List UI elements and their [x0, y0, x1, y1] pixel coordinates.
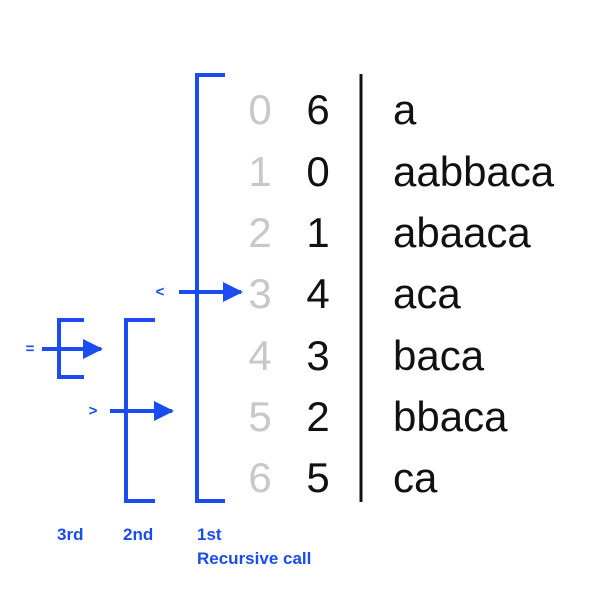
table-row: 2 1 abaaca: [248, 209, 531, 256]
third-comparison-symbol: =: [26, 341, 35, 358]
suffix-text: a: [393, 86, 417, 133]
suffix-text: aabbaca: [393, 148, 555, 195]
suffix-text: bbaca: [393, 393, 508, 440]
first-call-bracket: [195, 73, 225, 503]
suffix-array-value: 6: [306, 86, 329, 133]
row-index: 0: [248, 86, 271, 133]
suffix-array-value: 1: [306, 209, 329, 256]
suffix-array-value: 0: [306, 148, 329, 195]
row-index: 3: [248, 270, 271, 317]
suffix-text: ca: [393, 454, 438, 501]
table-row: 5 2 bbaca: [248, 393, 508, 440]
third-level-label: 3rd: [57, 525, 83, 544]
suffix-array-value: 4: [306, 270, 329, 317]
suffix-text: baca: [393, 332, 485, 379]
suffix-array-value: 5: [306, 454, 329, 501]
first-level-label: 1st: [197, 525, 222, 544]
suffix-text: abaaca: [393, 209, 531, 256]
row-index: 6: [248, 454, 271, 501]
row-index: 2: [248, 209, 271, 256]
recursive-call-caption: Recursive call: [197, 549, 311, 568]
table-row: 3 4 aca: [248, 270, 461, 317]
first-comparison-symbol: <: [156, 284, 165, 301]
suffix-text: aca: [393, 270, 461, 317]
second-level-label: 2nd: [123, 525, 153, 544]
row-index: 4: [248, 332, 271, 379]
table-row: 0 6 a: [248, 86, 417, 133]
suffix-array-value: 2: [306, 393, 329, 440]
table-row: 1 0 aabbaca: [248, 148, 554, 195]
row-index: 5: [248, 393, 271, 440]
suffix-array-value: 3: [306, 332, 329, 379]
table-row: 6 5 ca: [248, 454, 438, 501]
suffix-table: 0 6 a 1 0 aabbaca 2 1 abaaca 3 4 aca 4 3…: [248, 86, 554, 501]
row-index: 1: [248, 148, 271, 195]
table-row: 4 3 baca: [248, 332, 484, 379]
second-comparison-symbol: >: [89, 403, 98, 420]
